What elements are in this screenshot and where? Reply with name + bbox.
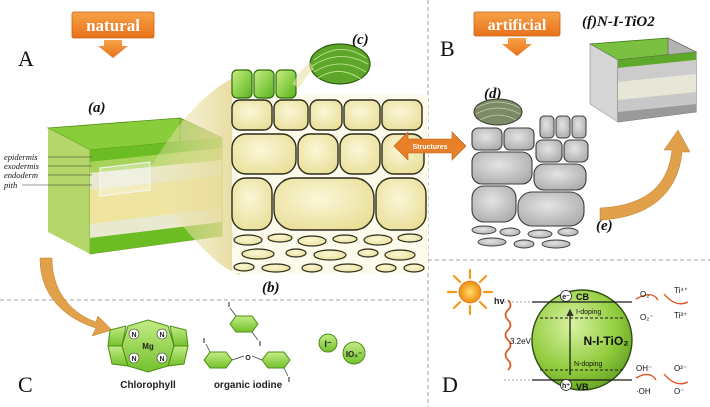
chlorophyll-caption: Chlorophyll	[120, 380, 176, 391]
gray-pith-cells	[471, 225, 579, 249]
chlorophyll-mg: Mg	[142, 342, 154, 351]
structures-double-arrow: Structures	[393, 131, 467, 161]
n-i-tio2-block	[588, 37, 698, 123]
o-oxidation-arrow	[663, 373, 689, 385]
label-a: (a)	[88, 100, 106, 116]
cell-cross-section	[231, 43, 428, 273]
sun-icon	[446, 268, 494, 316]
layer-label-exodermis: exodermis	[4, 161, 40, 171]
label-b: (b)	[262, 280, 280, 296]
curved-arrow-e-to-f	[599, 129, 691, 221]
ti-reduction-arrow	[663, 293, 689, 305]
electron-label: e⁻	[562, 294, 570, 301]
oh-oxidation-arrow	[635, 373, 657, 381]
n-doping-label: N-doping	[574, 361, 603, 368]
iodine-i-4: I	[288, 377, 290, 384]
gap-label: 3.2eV	[510, 337, 532, 346]
chlorophyll-n-4: N	[159, 356, 164, 363]
electron-circle	[560, 290, 572, 302]
organic-iodine-caption: organic iodine	[214, 380, 283, 391]
material-label: N-I-TiO₂	[583, 334, 628, 348]
natural-header-label: natural	[86, 16, 140, 35]
oh-label: ·OH	[636, 387, 651, 396]
structures-label: Structures	[412, 144, 447, 151]
palisade-cells	[231, 69, 297, 99]
gray-epidermal-cells	[471, 127, 589, 227]
curved-arrow-a-to-c	[39, 257, 113, 337]
iodate-label: IO₃⁻	[346, 350, 362, 359]
o2-label: O₂	[640, 290, 649, 299]
label-e: (e)	[596, 218, 613, 234]
gray-palisade-cells	[539, 115, 587, 139]
label-c: (c)	[352, 32, 369, 48]
panel-letter-a: A	[18, 46, 34, 71]
chlorophyll-n-2: N	[159, 332, 164, 339]
iodide-label: I⁻	[324, 339, 332, 349]
iodine-i-3: I	[203, 338, 205, 345]
iodine-i-1: I	[228, 302, 230, 309]
hv-label: hv	[494, 296, 505, 306]
hole-circle	[560, 379, 572, 391]
cb-label: CB	[576, 292, 589, 302]
gray-chloroplast-icon	[473, 98, 523, 126]
chlorophyll-n-1: N	[131, 332, 136, 339]
iodine-o: O	[245, 355, 251, 362]
ti3-label: Ti³⁺	[674, 311, 687, 320]
chloroplast-icon	[292, 43, 371, 88]
o-minus-label: O⁻	[674, 387, 684, 396]
vb-label: VB	[576, 382, 589, 392]
natural-header: natural	[71, 11, 155, 58]
layer-label-epidermis: epidermis	[4, 152, 38, 162]
leaf-layer-labels: epidermis exodermis endoderm pith	[3, 152, 92, 190]
i-doping-label: I-doping	[576, 309, 601, 316]
iodide-ion: I⁻	[318, 333, 338, 353]
o2-minus-label: O₂⁻	[640, 313, 654, 322]
artificial-header: artificial	[473, 11, 561, 56]
hole-label: h⁺	[562, 383, 570, 390]
label-d: (d)	[484, 86, 502, 102]
chlorophyll-molecule: N N N N Mg	[107, 319, 189, 373]
ti4-label: Ti⁴⁺	[674, 286, 688, 295]
gray-cell-section	[471, 98, 589, 249]
organic-iodine-molecules: I I O I I	[203, 302, 291, 384]
o2-reduction-arrow	[635, 294, 659, 301]
layer-label-pith: pith	[3, 180, 17, 190]
label-f: (f)N-I-TiO2	[582, 14, 655, 30]
pith-cells	[233, 233, 425, 273]
photon-wave	[504, 299, 512, 371]
artificial-down-arrow-icon	[502, 38, 532, 56]
panel-letter-c: C	[18, 372, 33, 397]
artificial-header-label: artificial	[488, 17, 547, 34]
layer-label-endoderm: endoderm	[4, 170, 38, 180]
chlorophyll-n-3: N	[131, 356, 136, 363]
tio2-sphere	[531, 289, 633, 391]
epidermal-cells	[231, 99, 423, 131]
zoom-fan	[150, 75, 240, 275]
o-minus-top-label: O²⁻	[674, 364, 687, 373]
iodate-ion: IO₃⁻	[342, 341, 366, 365]
iodine-i-2: I	[259, 341, 261, 348]
natural-down-arrow-icon	[98, 40, 128, 58]
panel-letter-b: B	[440, 36, 455, 61]
oh-minus-label: OH⁻	[636, 364, 652, 373]
panel-letter-d: D	[442, 372, 458, 397]
